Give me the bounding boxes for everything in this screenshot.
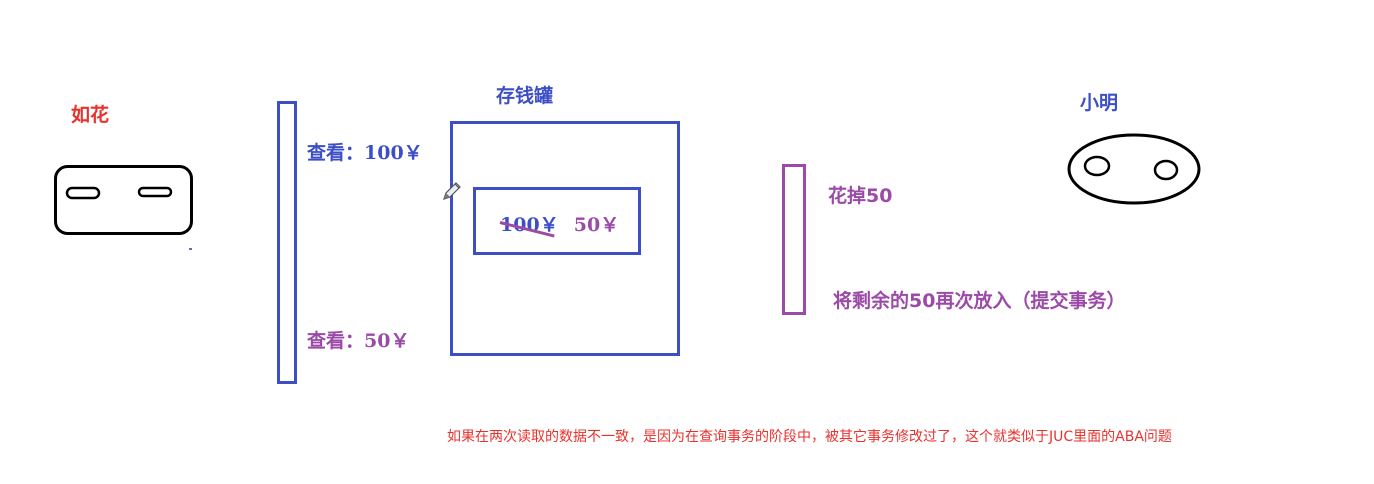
right-transaction-bar bbox=[782, 164, 806, 315]
read-first-label: 查看：100￥ bbox=[307, 142, 423, 164]
piggy-bank-title: 存钱罐 bbox=[496, 85, 554, 107]
face-ellipse-icon bbox=[1066, 132, 1202, 210]
face-rounded-rect-icon bbox=[54, 165, 194, 241]
pencil-icon[interactable] bbox=[441, 180, 463, 206]
left-transaction-bar bbox=[277, 101, 297, 384]
piggy-bank-value-box: 100￥ 50￥ bbox=[473, 187, 641, 255]
actor-left-name: 如花 bbox=[71, 104, 110, 126]
new-value: 50￥ bbox=[573, 214, 620, 236]
explanation-note: 如果在两次读取的数据不一致，是因为在查询事务的阶段中，被其它事务修改过了，这个就… bbox=[447, 429, 1172, 445]
spend-label: 花掉50 bbox=[828, 185, 893, 207]
read-second-label: 查看：50￥ bbox=[307, 330, 410, 352]
stray-dot bbox=[189, 248, 192, 250]
actor-right-name: 小明 bbox=[1080, 92, 1119, 114]
commit-label: 将剩余的50再次放入（提交事务） bbox=[833, 290, 1126, 312]
old-value: 100￥ bbox=[500, 214, 559, 236]
piggy-bank-box bbox=[450, 121, 680, 356]
